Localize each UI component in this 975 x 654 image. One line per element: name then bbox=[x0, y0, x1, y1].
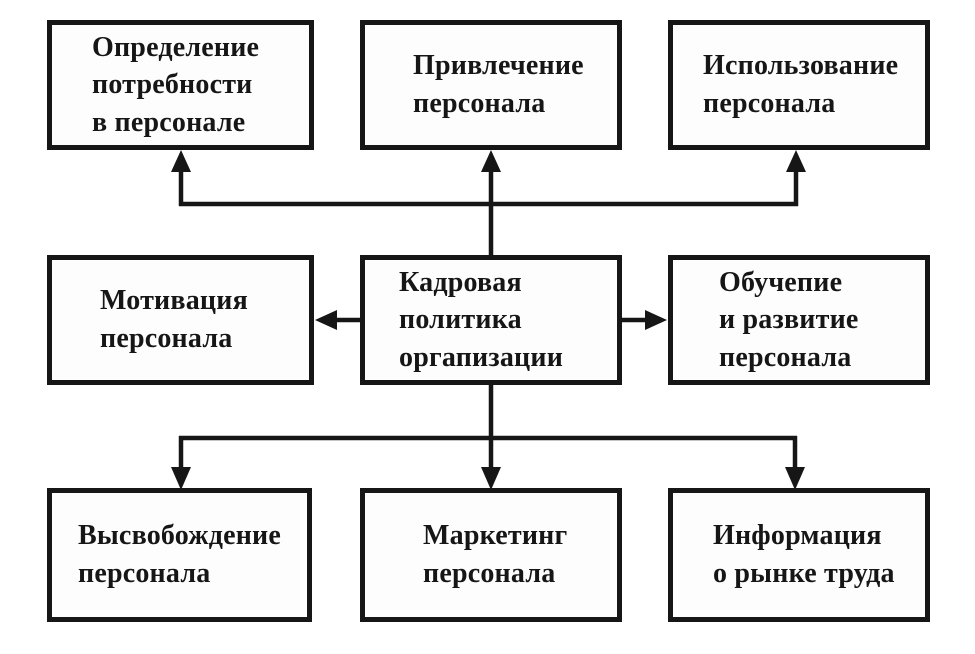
arrowhead-right-to-training-icon bbox=[645, 310, 667, 330]
node-define-needs: Определение потребности в персонале bbox=[47, 20, 314, 150]
arrowhead-down-to-labor-market-icon bbox=[785, 467, 805, 490]
node-personnel-policy-label: Кадровая политика оргапизации bbox=[399, 266, 564, 373]
node-motivation: Мотивация персонала bbox=[47, 255, 314, 385]
node-attraction-label: Привлечение персонала bbox=[413, 50, 584, 119]
node-motivation-label: Мотивация персонала bbox=[100, 285, 248, 354]
node-training-label: Обучепие и развитие персонала bbox=[719, 266, 859, 373]
arrowhead-down-to-marketing-icon bbox=[481, 467, 501, 490]
arrowhead-up-to-usage-icon bbox=[786, 150, 806, 172]
arrowhead-up-to-attraction-icon bbox=[481, 150, 501, 172]
node-release-label: Высвобождение персонала bbox=[78, 520, 282, 589]
node-marketing: Маркетинг персонала bbox=[360, 488, 622, 622]
node-personnel-policy: Кадровая политика оргапизации bbox=[360, 255, 622, 385]
node-labor-market: Информация о рынке труда bbox=[668, 488, 930, 622]
arrowhead-down-to-release-icon bbox=[171, 467, 191, 490]
node-release: Высвобождение персонала bbox=[47, 488, 312, 622]
node-training: Обучепие и развитие персонала bbox=[668, 255, 930, 385]
node-marketing-label: Маркетинг персонала bbox=[423, 520, 568, 589]
node-usage-label: Использование персонала bbox=[703, 50, 899, 119]
node-attraction: Привлечение персонала bbox=[360, 20, 622, 150]
node-labor-market-label: Информация о рынке труда bbox=[713, 520, 895, 589]
node-define-needs-label: Определение потребности в персонале bbox=[92, 31, 260, 138]
arrowhead-left-to-motivation-icon bbox=[315, 310, 337, 330]
node-usage: Использование персонала bbox=[668, 20, 930, 150]
arrowhead-up-to-needs-icon bbox=[171, 150, 191, 172]
